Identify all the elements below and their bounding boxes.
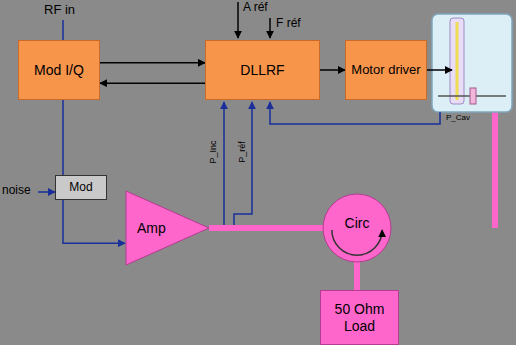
coupler-loop <box>470 88 476 104</box>
signal-name: P_Inc <box>209 140 219 163</box>
circulator-circle: Circ <box>322 193 392 263</box>
signal-name: P_réf <box>238 141 248 163</box>
node-text: Circ <box>345 215 370 231</box>
signal-connector <box>63 200 125 243</box>
frequency-reference-arrow <box>269 18 271 38</box>
cavity-body <box>432 14 512 112</box>
circulator-outline <box>323 194 391 262</box>
load-box: 50 Ohm Load <box>320 290 399 345</box>
incident-power-wire <box>223 102 225 225</box>
signal-name: A réf <box>243 1 268 14</box>
cavity-illustration <box>432 14 512 228</box>
rotation-arrow <box>332 230 382 255</box>
signal-connector <box>320 69 345 71</box>
cavity-power-wire <box>270 102 440 124</box>
rf-input-wire <box>62 20 64 40</box>
noise-input-arrow <box>38 191 55 193</box>
reflected-power-wire <box>234 102 252 225</box>
tuner-tube <box>450 18 464 104</box>
signal-name: noise <box>2 184 31 197</box>
node-text: 50 Ohm Load <box>324 301 395 333</box>
motor-drive-arrow <box>425 69 452 71</box>
signal-connector <box>62 100 64 175</box>
controller-box: DLLRF <box>205 40 320 100</box>
signal-name: RF in <box>44 3 75 17</box>
node-text: Mod <box>69 181 92 195</box>
signal-name: F réf <box>276 17 301 30</box>
motor-driver-box: Motor driver <box>345 40 427 100</box>
noise-modulator-box: Mod <box>55 175 107 200</box>
amplitude-reference-arrow <box>237 2 239 38</box>
modulator-box: Mod I/Q <box>18 40 100 100</box>
signal-name: P_Cav <box>446 114 470 123</box>
signal-connector <box>100 62 205 64</box>
node-text: Mod I/Q <box>34 62 84 78</box>
node-text: Amp <box>137 220 166 236</box>
signal-connector <box>100 82 205 84</box>
waveguide <box>492 112 498 228</box>
amplifier-triangle: Amp <box>125 190 210 266</box>
amplifier-outline <box>126 191 209 265</box>
signal-connector <box>354 262 360 290</box>
tuner-rod <box>456 22 459 100</box>
node-text: Motor driver <box>351 63 420 78</box>
signal-connector <box>209 225 323 231</box>
node-text: DLLRF <box>240 62 284 78</box>
